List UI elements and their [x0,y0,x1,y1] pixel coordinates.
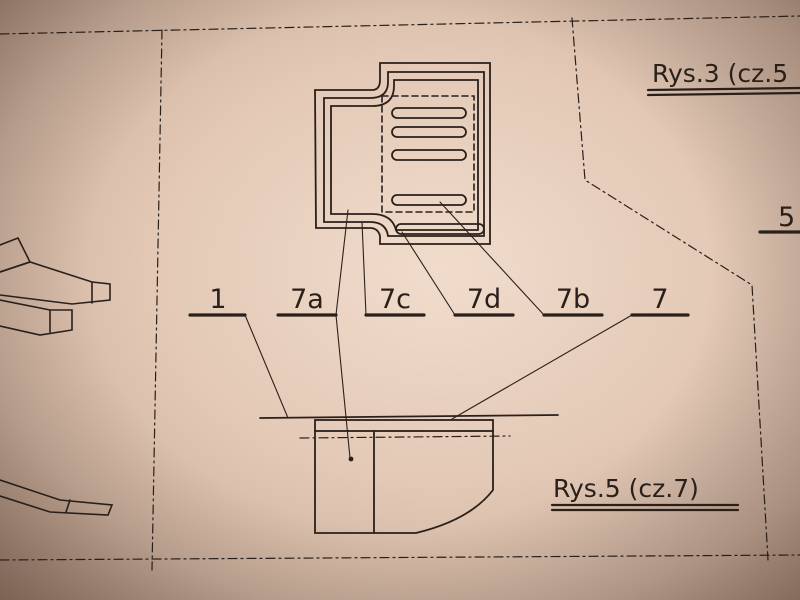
left-part-step-2 [0,261,111,305]
leader-lines [244,201,633,459]
leader-1 [244,314,289,419]
label-1: 1 [209,284,226,315]
panel-border-bottom [0,554,800,561]
label-7d: 7d [467,284,501,315]
slot-2 [391,126,467,138]
label-5: 5 [778,202,795,233]
panel-border-top [0,15,800,35]
label-7a: 7a [290,284,324,315]
leader-7c [361,221,367,316]
label-underlines [188,86,800,512]
part-7-side-view [259,414,559,534]
underline-rys3b [646,91,800,97]
side-view-body [314,430,494,534]
left-part-fragment [0,236,114,516]
underline-rys3 [646,86,800,92]
left-part-bottom [0,479,114,516]
slot-3 [391,149,467,161]
leader-7b [439,201,545,316]
leader-7a-down [335,314,351,459]
leader-7 [451,314,633,420]
side-view-top-strip [314,419,494,432]
left-part-step-3 [0,299,73,336]
slot-4 [391,194,467,206]
part-7-top-view [314,62,491,245]
slot-1 [391,107,467,119]
label-7b: 7b [556,284,590,315]
part-7-outer-outline [314,62,491,245]
left-part-bottom-edge [65,499,71,513]
figure-caption-rys3: Rys.3 (cz.5 [652,59,788,88]
part-7-inner-outline-2 [330,79,479,231]
panel-borders [0,15,800,571]
part-7-inner-outline [323,71,485,237]
leader-7a-dot [348,456,354,462]
label-7c: 7c [379,284,411,315]
leader-7a-up [335,209,349,316]
panel-border-left [151,29,163,571]
side-view-axis [299,435,511,439]
leader-7d [401,231,456,316]
base-line [259,414,559,419]
figure-caption-rys5: Rys.5 (cz.7) [553,474,699,503]
label-7: 7 [651,284,668,315]
slot-5 [395,223,485,235]
panel-border-right [571,17,769,561]
part-7b-dashed-window [381,95,475,213]
